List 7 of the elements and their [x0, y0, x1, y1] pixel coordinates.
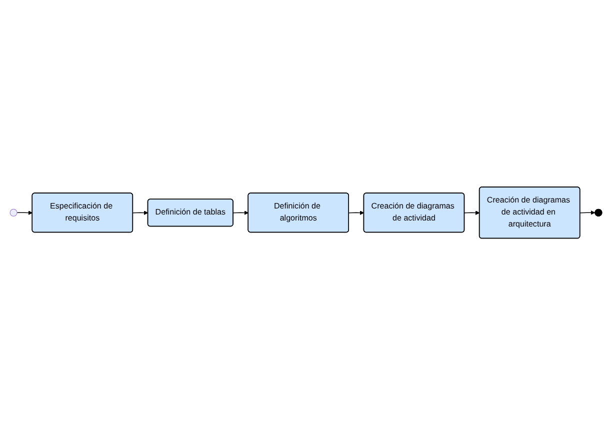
arrow	[348, 210, 364, 215]
arrow	[232, 210, 249, 215]
node-circle	[10, 208, 18, 216]
arrow	[580, 210, 596, 215]
arrow	[16, 210, 33, 215]
arrow	[464, 210, 480, 215]
arrow	[132, 210, 148, 215]
